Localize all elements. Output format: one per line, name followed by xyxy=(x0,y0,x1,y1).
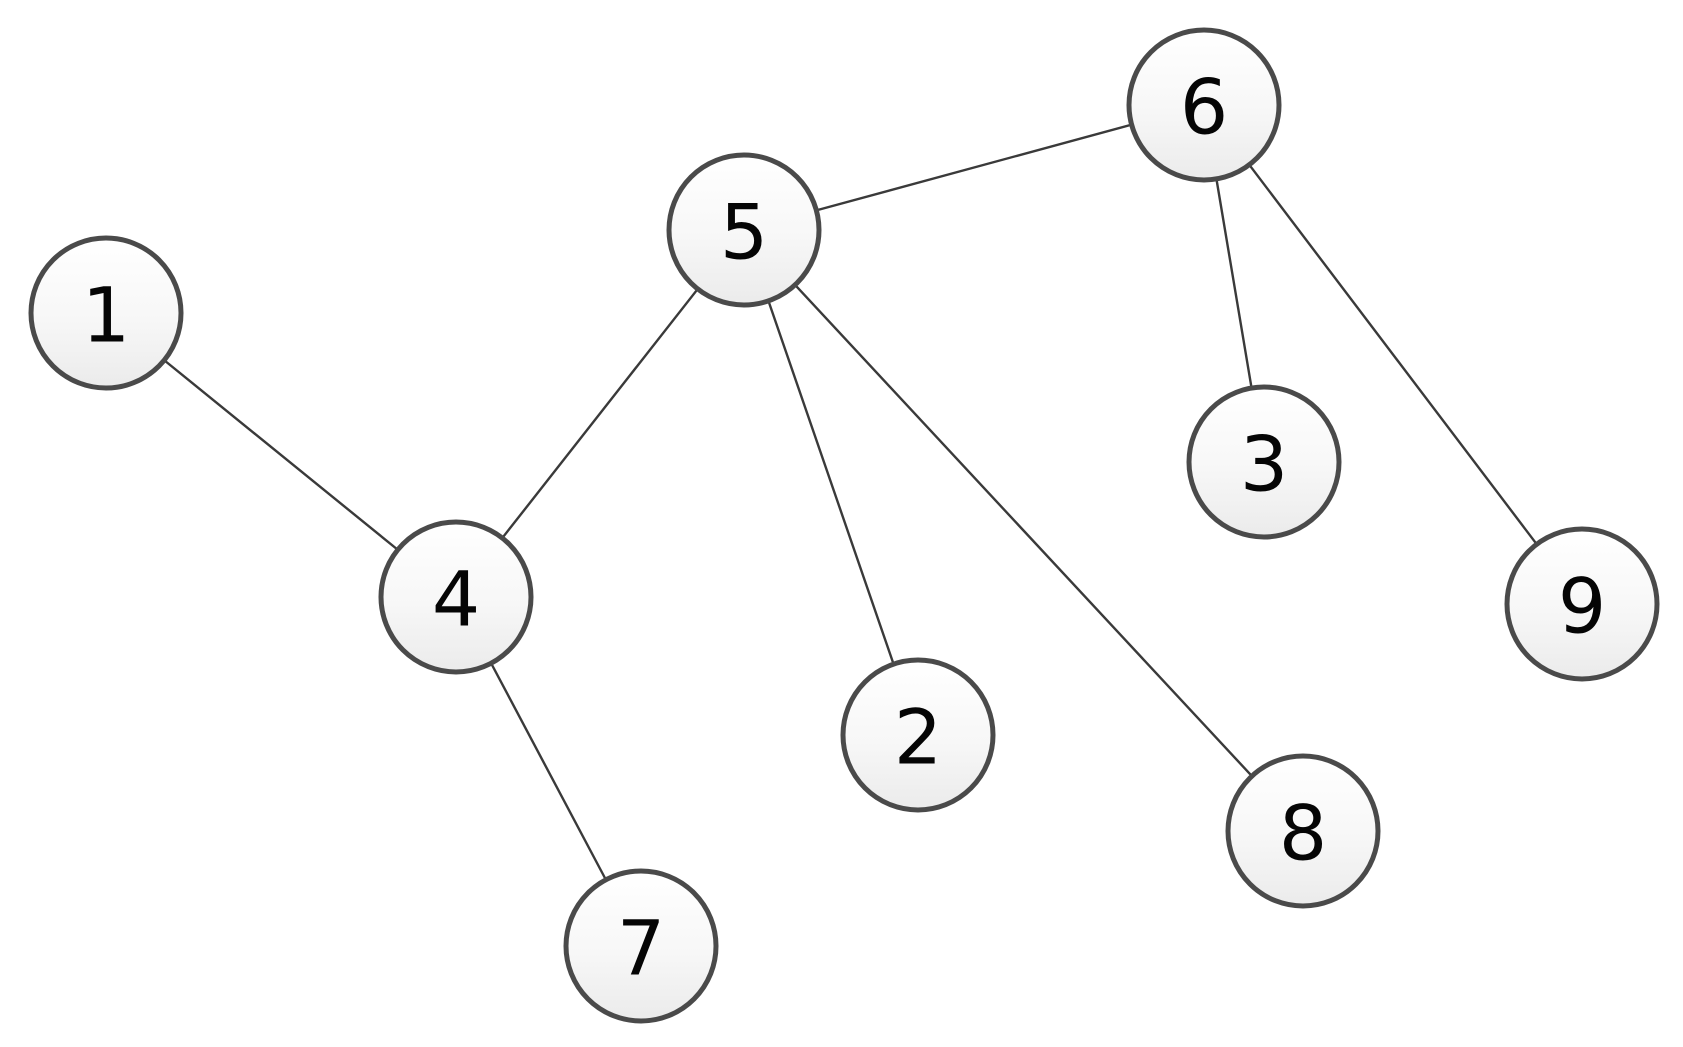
node-circle-6[interactable] xyxy=(1126,27,1282,183)
graph-edge-6-3 xyxy=(1214,175,1254,392)
graph-edge-4-5 xyxy=(499,286,701,541)
graph-node-6[interactable]: 6 xyxy=(1126,27,1282,183)
node-label-1: 1 xyxy=(82,271,130,360)
graph-node-9[interactable]: 9 xyxy=(1504,526,1660,682)
graph-node-4[interactable]: 4 xyxy=(378,519,534,675)
node-label-6: 6 xyxy=(1180,63,1228,152)
edges-layer xyxy=(161,122,1540,883)
graph-edge-5-6 xyxy=(813,122,1135,213)
node-label-2: 2 xyxy=(894,693,942,782)
graph-edge-4-7 xyxy=(488,660,609,883)
graph-edge-5-2 xyxy=(766,297,896,668)
graph-node-8[interactable]: 8 xyxy=(1225,753,1381,909)
node-circle-8[interactable] xyxy=(1225,753,1381,909)
graph-node-2[interactable]: 2 xyxy=(840,657,996,813)
graph-node-3[interactable]: 3 xyxy=(1186,384,1342,540)
node-label-4: 4 xyxy=(432,555,480,644)
node-label-5: 5 xyxy=(720,188,768,277)
node-label-3: 3 xyxy=(1240,420,1288,509)
graph-node-5[interactable]: 5 xyxy=(666,152,822,308)
node-circle-7[interactable] xyxy=(563,868,719,1024)
node-circle-1[interactable] xyxy=(28,235,184,391)
graph-node-1[interactable]: 1 xyxy=(28,235,184,391)
graph-edge-6-9 xyxy=(1246,161,1540,548)
graph-node-7[interactable]: 7 xyxy=(563,868,719,1024)
node-circle-2[interactable] xyxy=(840,657,996,813)
nodes-layer: 1 2 3 4 5 6 7 8 9 xyxy=(28,27,1660,1024)
node-label-8: 8 xyxy=(1279,789,1327,878)
node-circle-5[interactable] xyxy=(666,152,822,308)
graph-edge-5-8 xyxy=(792,282,1255,779)
node-circle-9[interactable] xyxy=(1504,526,1660,682)
graph-edge-1-4 xyxy=(161,357,401,553)
node-circle-4[interactable] xyxy=(378,519,534,675)
node-label-9: 9 xyxy=(1558,562,1606,651)
node-label-7: 7 xyxy=(617,904,665,993)
node-circle-3[interactable] xyxy=(1186,384,1342,540)
